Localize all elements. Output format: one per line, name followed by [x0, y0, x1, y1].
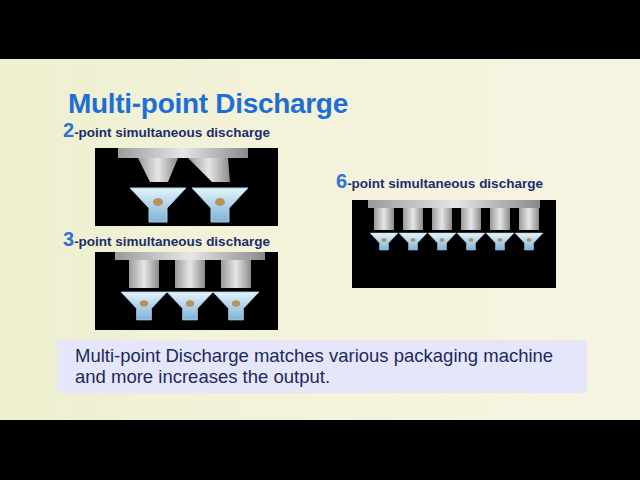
discharge-chute — [403, 208, 423, 230]
discharge-chute — [490, 208, 510, 230]
packaging-funnel — [130, 188, 186, 222]
panel-subtitle: 2-point simultaneous discharge — [63, 119, 270, 142]
discharge-chute — [519, 208, 539, 230]
weigher-base — [368, 200, 540, 208]
discharge-chute — [374, 208, 394, 230]
image-panel — [95, 148, 278, 226]
discharge-chute — [461, 208, 481, 230]
discharge-chute — [188, 158, 230, 182]
packaging-funnel — [213, 292, 259, 320]
packaging-funnel — [428, 233, 456, 250]
packaging-funnel — [486, 233, 514, 250]
packaging-funnel — [515, 233, 543, 250]
packaging-funnel — [399, 233, 427, 250]
discharge-chute — [138, 158, 178, 182]
packaging-funnel — [457, 233, 485, 250]
weigher-base — [115, 252, 265, 260]
image-panel — [95, 252, 278, 330]
panel-subtitle: 6-point simultaneous discharge — [336, 170, 543, 193]
panel-subtitle: 3-point simultaneous discharge — [63, 228, 270, 251]
discharge-chute — [175, 260, 205, 288]
discharge-chute — [129, 260, 159, 288]
slide-title: Multi-point Discharge — [68, 88, 348, 120]
packaging-funnel — [192, 188, 248, 222]
image-panel — [352, 200, 556, 288]
caption-box: Multi-point Discharge matches various pa… — [57, 340, 587, 393]
discharge-chute — [432, 208, 452, 230]
packaging-funnel — [370, 233, 398, 250]
packaging-funnel — [167, 292, 213, 320]
weigher-base — [118, 148, 248, 158]
packaging-funnel — [121, 292, 167, 320]
discharge-chute — [221, 260, 251, 288]
caption-text: Multi-point Discharge matches various pa… — [75, 345, 570, 387]
